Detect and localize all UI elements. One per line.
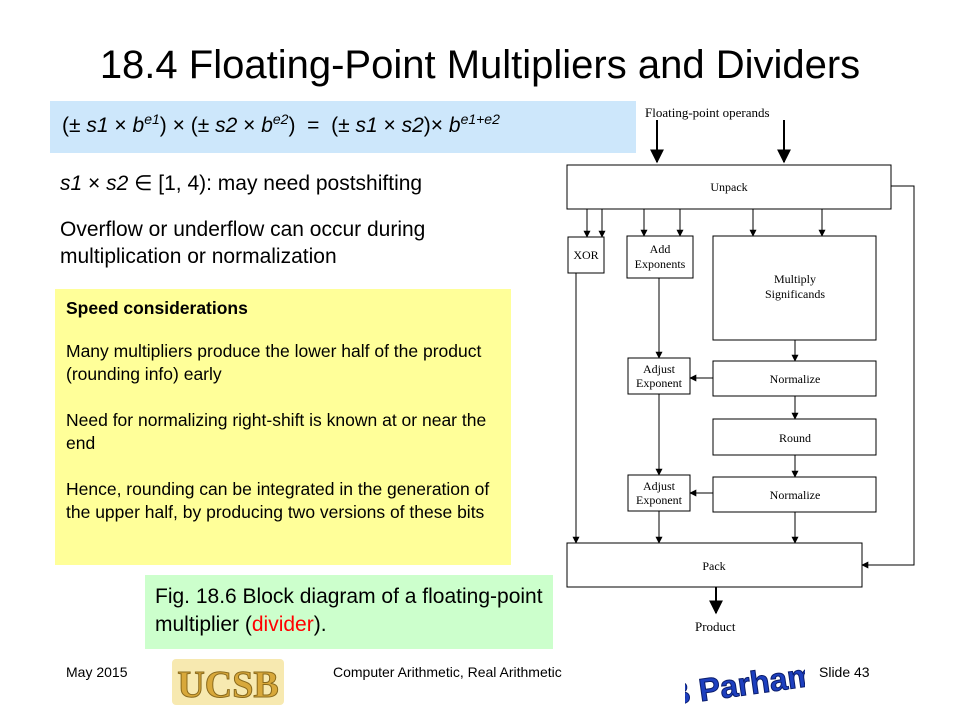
formula-part: b <box>132 114 145 137</box>
formula-part: s1 <box>355 114 378 137</box>
bypass-path <box>861 185 915 569</box>
formula-part: b <box>261 114 273 137</box>
block-diagram: Floating-point operands Product Unpack X… <box>566 105 915 634</box>
formula-part: ± <box>69 114 87 137</box>
adjust-exponent-label-1: Adjust <box>643 362 676 376</box>
multiply-significands-label-2: Significands <box>765 287 825 301</box>
unpack-block <box>566 164 892 210</box>
footer-course-title: Computer Arithmetic, Real Arithmetic <box>333 664 562 680</box>
speed-title: Speed considerations <box>66 298 248 318</box>
figure-caption: Fig. 18.6 Block diagram of a floating-po… <box>155 583 545 639</box>
footer-date: May 2015 <box>66 664 128 680</box>
multiplication-formula: (± s1 × be1) × (± s2 × be2) = (± s1 × s2… <box>62 108 500 144</box>
formula-part: × <box>377 114 402 137</box>
formula-box <box>50 101 636 153</box>
normalize-label-1: Normalize <box>770 372 821 386</box>
formula-part: ± <box>338 114 356 137</box>
formula-part: b <box>448 114 461 137</box>
add-exponents-block <box>626 235 694 279</box>
footer-slide-number: Slide 43 <box>819 664 870 680</box>
formula-part: ( <box>190 114 198 137</box>
speed-considerations-box <box>55 289 511 565</box>
speed-point-1: Many multipliers produce the lower half … <box>66 341 482 384</box>
caption-text: Fig. 18.6 Block diagram of a floating-po… <box>155 585 543 636</box>
caption-end: ). <box>313 613 327 636</box>
normalize-label-2: Normalize <box>770 488 821 502</box>
formula-exponent: e1 <box>144 111 160 127</box>
formula-part: ± <box>197 114 216 137</box>
adjust-exponent-label-2b: Exponent <box>636 493 683 507</box>
xor-label: XOR <box>573 248 598 262</box>
add-exponents-label: Add <box>650 242 671 256</box>
postshift-text: ∈ [1, 4): may need postshifting <box>128 172 423 195</box>
operands-label: Floating-point operands <box>645 105 770 120</box>
adjust-exponent-label-1b: Exponent <box>636 376 683 390</box>
var-s1: s1 <box>60 172 83 195</box>
formula-part: × <box>237 114 262 137</box>
ucsb-logo: UCSB <box>172 659 284 707</box>
overflow-note: Overflow or underflow can occur during m… <box>60 218 426 268</box>
svg-text:UCSB: UCSB <box>177 664 278 706</box>
formula-part: ) <box>423 114 431 137</box>
unpack-label: Unpack <box>710 180 747 194</box>
pack-label: Pack <box>702 559 725 573</box>
svg-text:B Parhami: B Parhami <box>685 655 805 709</box>
formula-part: × <box>108 114 133 137</box>
multiply-significands-label: Multiply <box>774 272 816 286</box>
formula-part: s2 <box>401 114 424 137</box>
formula-exponent: e1+e2 <box>460 111 500 127</box>
caption-divider: divider <box>251 613 314 636</box>
formula-part: ) × <box>159 114 191 137</box>
formula-part: s1 <box>86 114 109 137</box>
slide-title: 18.4 Floating-Point Multipliers and Divi… <box>99 43 861 87</box>
formula-part: ) <box>288 114 296 137</box>
formula-part: ( <box>331 114 339 137</box>
formula-part: = <box>295 114 332 137</box>
add-exponents-label-2: Exponents <box>635 257 686 271</box>
formula-part: ( <box>62 114 69 137</box>
formula-part: s2 <box>215 114 238 137</box>
formula-exponent: e2 <box>272 111 289 127</box>
var-s2: s2 <box>106 172 129 195</box>
product-label: Product <box>695 619 736 634</box>
formula-part: × <box>430 114 449 137</box>
figure-caption-box <box>145 575 553 649</box>
adjust-exponent-label-2: Adjust <box>643 479 676 493</box>
round-label: Round <box>779 431 811 445</box>
speed-point-3: Hence, rounding can be integrated in the… <box>66 479 490 522</box>
postshift-note: s1 × s2 ∈ [1, 4): may need postshifting <box>60 170 422 197</box>
speed-point-2: Need for normalizing right-shift is know… <box>66 410 487 453</box>
author-logo: B Parhami <box>685 655 805 709</box>
times-sign: × <box>82 172 107 195</box>
